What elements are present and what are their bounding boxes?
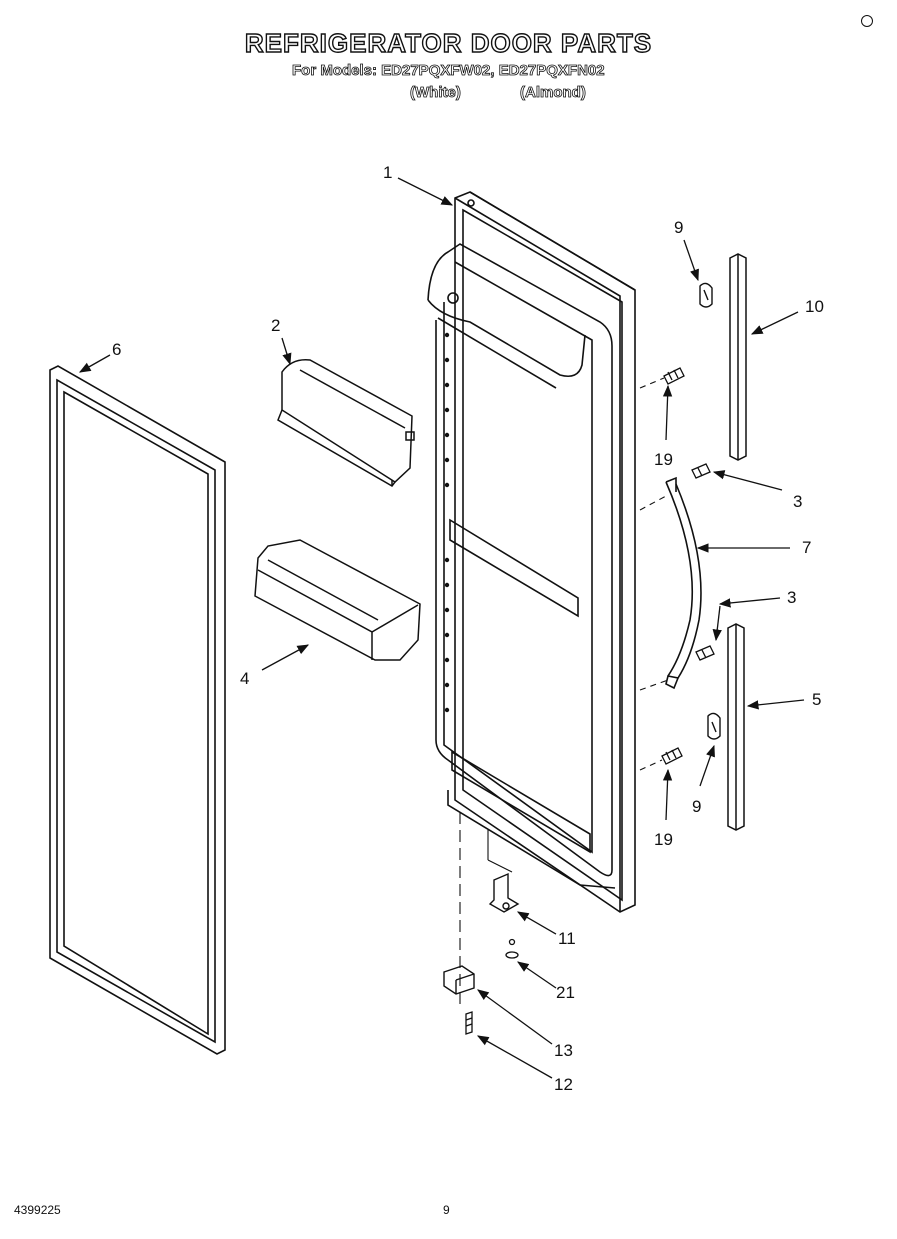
screw-3-lower bbox=[695, 645, 715, 661]
dairy-door bbox=[277, 359, 415, 487]
callout-4: 4 bbox=[240, 669, 249, 688]
page-title: REFRIGERATOR DOOR PARTS bbox=[244, 27, 653, 58]
trim-strip-upper bbox=[729, 253, 747, 461]
callout-3-upper: 3 bbox=[793, 492, 802, 511]
clip-lower bbox=[707, 712, 721, 740]
callout-2: 2 bbox=[271, 316, 280, 335]
screw-19-upper bbox=[663, 367, 685, 385]
clip-upper bbox=[699, 282, 713, 308]
callout-labels: 1 2 6 4 9 10 19 3 7 3 5 9 19 11 21 13 12 bbox=[112, 163, 824, 1094]
callout-9-upper: 9 bbox=[674, 218, 683, 237]
callout-1: 1 bbox=[383, 163, 392, 182]
callout-6: 6 bbox=[112, 340, 121, 359]
corner-mark-icon bbox=[861, 15, 873, 27]
screw-3-upper bbox=[691, 463, 711, 479]
variant-almond: (Almond) bbox=[520, 84, 587, 102]
door-handle bbox=[665, 476, 702, 690]
callout-12: 12 bbox=[554, 1075, 573, 1094]
hinge-13 bbox=[443, 965, 475, 995]
callout-3-lower: 3 bbox=[787, 588, 796, 607]
callout-13: 13 bbox=[554, 1041, 573, 1060]
callout-21: 21 bbox=[556, 983, 575, 1002]
callout-19-lower: 19 bbox=[654, 830, 673, 849]
screw-19-lower bbox=[661, 747, 683, 765]
hinge-pin-bracket bbox=[488, 872, 520, 913]
variant-white: (White) bbox=[410, 84, 462, 102]
callout-10: 10 bbox=[805, 297, 824, 316]
callout-9-lower: 9 bbox=[692, 797, 701, 816]
models-line: For Models: ED27PQXFW02, ED27PQXFN02 bbox=[292, 62, 605, 80]
page-number: 9 bbox=[443, 1203, 450, 1217]
alignment-lines bbox=[459, 377, 669, 1010]
callout-7: 7 bbox=[802, 538, 811, 557]
screw-12 bbox=[465, 1011, 473, 1035]
callout-5: 5 bbox=[812, 690, 821, 709]
door-bin bbox=[254, 539, 421, 661]
callout-19-upper: 19 bbox=[654, 450, 673, 469]
door-panel bbox=[427, 191, 636, 913]
washer-21 bbox=[505, 938, 519, 959]
trim-strip-lower bbox=[727, 623, 745, 831]
document-number: 4399225 bbox=[14, 1203, 61, 1217]
leader-arrows bbox=[78, 177, 805, 1079]
callout-11: 11 bbox=[558, 929, 576, 948]
door-panel-dimples bbox=[444, 332, 450, 713]
door-gasket bbox=[49, 365, 226, 1055]
